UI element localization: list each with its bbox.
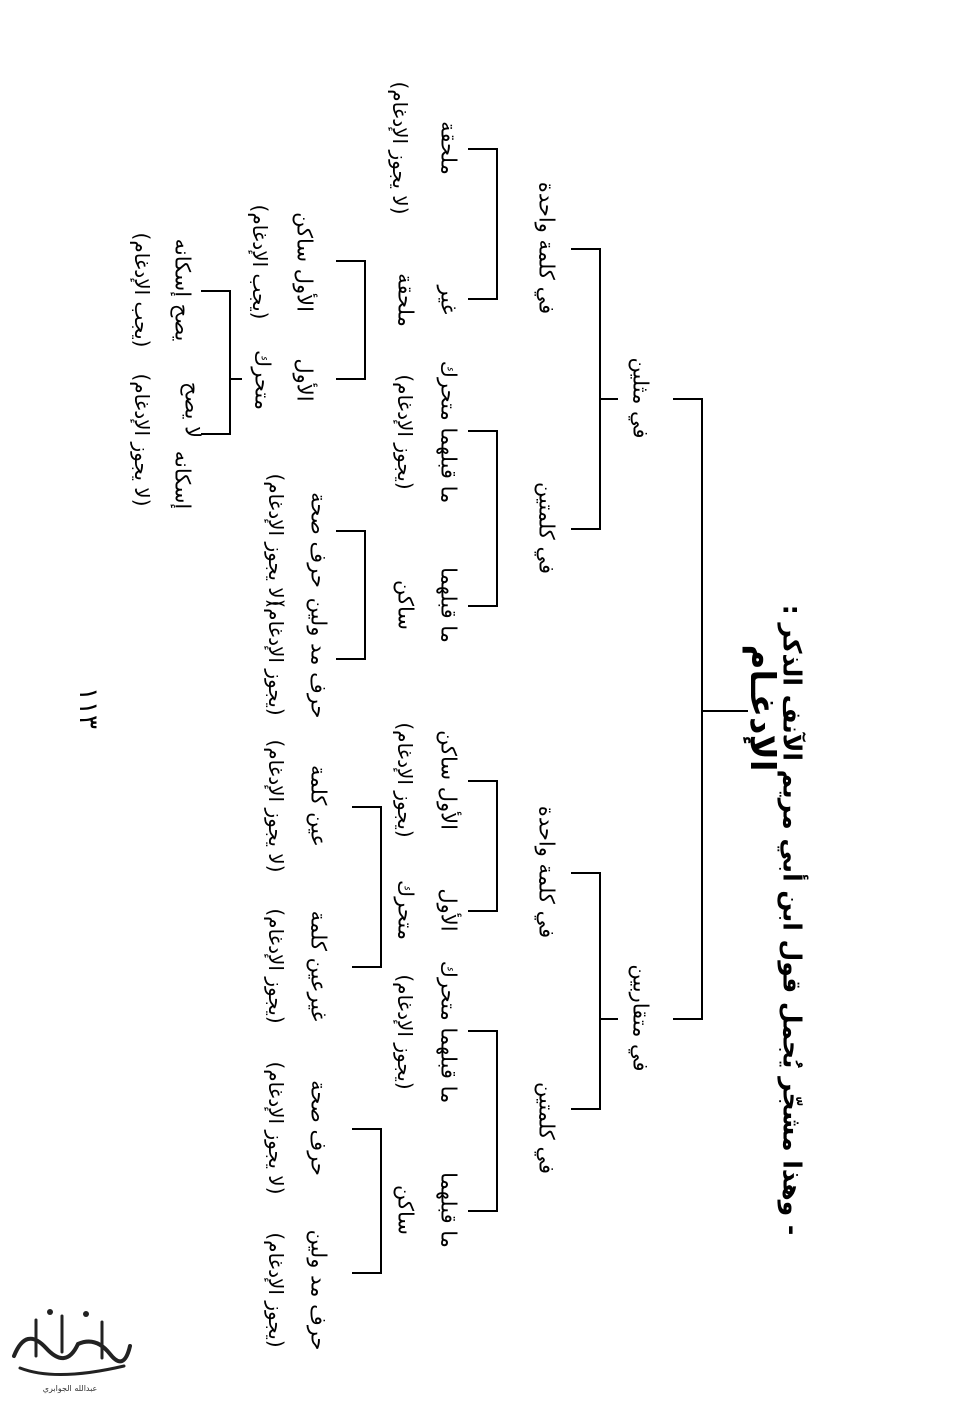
mutaqaribayn-bracket xyxy=(599,872,601,1110)
m-kt-bracket xyxy=(496,430,498,607)
q-harf-sihha-rule: (لا يجوز الإدغام) xyxy=(264,1061,288,1195)
q-mutaharrik-bracket xyxy=(380,806,382,968)
q-harf-madd-label: حرف مد ولين xyxy=(306,1229,331,1351)
m-kt-sakin-leg-2 xyxy=(336,658,366,660)
q-awwal-sakin-rule: (يجوز الإدغام) xyxy=(393,722,417,838)
page-number: ١١٣ xyxy=(73,687,103,729)
q-kt-sakin-leg-1 xyxy=(352,1128,382,1130)
m-kt-mutaharrik-rule: (يجوز الإدغام) xyxy=(393,374,417,490)
q-kt-bracket xyxy=(496,1030,498,1212)
page-heading: - وهذا مشجّر يُجمل قول ابن أبي مريم الآن… xyxy=(777,604,807,1236)
m-ghayr-mulhaqa-leg-2 xyxy=(336,378,366,380)
root-bracket xyxy=(701,398,703,1019)
q-kt-sakin-bracket xyxy=(380,1128,382,1274)
mithlayn-left-leg xyxy=(571,248,601,250)
q-kt-leg-2 xyxy=(468,1210,498,1212)
mithlayn-label: في مثلين xyxy=(628,357,653,439)
q-harf-sihha-label: حرف صحة xyxy=(306,1080,331,1176)
m-kt-leg-2 xyxy=(468,605,498,607)
mithlayn-bracket xyxy=(599,248,601,530)
m-harf-sihha-rule: (لا يجوز الإدغام) xyxy=(264,473,288,607)
q-kw-leg-2 xyxy=(468,910,498,912)
m-la-yasihh-line1: لا يصح xyxy=(180,381,205,439)
m-kt-sakin-bracket xyxy=(364,530,366,660)
q-mutaharrik-leg-1 xyxy=(352,806,382,808)
m-mulhaqa-rule: (لا يجوز الإدغام) xyxy=(388,81,412,215)
mutaqaribayn-kalima-wahida-label: في كلمة واحدة xyxy=(534,805,559,939)
m-kw-leg-2 xyxy=(468,298,498,300)
q-awwal-mutaharrik-line1: الأول xyxy=(436,888,461,932)
q-kt-mutaharrik-label: ما قبلهما متحرك xyxy=(436,960,461,1104)
mithlayn-right-leg xyxy=(571,528,601,530)
m-ghayr-mulhaqa-bracket xyxy=(364,260,366,380)
m-awwal-mutaharrik-line1: الأول xyxy=(292,358,317,402)
mithlayn-kalima-wahida-label: في كلمة واحدة xyxy=(534,181,559,315)
mutaqaribayn-stem-down xyxy=(600,1018,618,1020)
q-kt-sakin-line2: ساكن xyxy=(393,1185,418,1235)
m-yasihh-label: يصح إسكانه xyxy=(170,238,195,342)
m-ghayr-mulhaqa-leg-1 xyxy=(336,260,366,262)
mutaqaribayn-right-leg xyxy=(571,1108,601,1110)
q-mutaharrik-leg-2 xyxy=(352,966,382,968)
m-harf-sihha-label: حرف صحة xyxy=(306,492,331,588)
m-yasihh-rule: (يجب الإدغام) xyxy=(130,232,154,348)
m-kt-sakin-leg-1 xyxy=(336,530,366,532)
q-awwal-mutaharrik-line2: متحرك xyxy=(393,879,418,941)
m-la-yasihh-rule: (لا يجوز الإدغام) xyxy=(130,373,154,507)
m-mutaharrik-bracket xyxy=(229,290,231,435)
library-stamp-logo xyxy=(12,1309,132,1377)
q-harf-madd-rule: (يجوز الإدغام) xyxy=(264,1232,288,1348)
m-mutaharrik-leg-1 xyxy=(201,290,231,292)
m-harf-madd-label: حرف مد ولين xyxy=(306,597,331,719)
q-kt-leg-1 xyxy=(468,1030,498,1032)
q-ghayr-ayn-rule: (يجوز الإدغام) xyxy=(264,908,288,1024)
stem-mithlayn xyxy=(673,398,703,400)
q-kt-mutaharrik-rule: (يجوز الإدغام) xyxy=(393,974,417,1090)
m-kt-sakin-line1: ما قبلهما xyxy=(436,567,461,643)
m-la-yasihh-line2: إسكانه xyxy=(170,450,195,510)
q-kw-bracket xyxy=(496,780,498,912)
m-mutaharrik-leg-2 xyxy=(201,433,231,435)
m-ghayr-mulhaqa-line1: غير xyxy=(436,285,461,315)
m-mutaharrik-stem xyxy=(230,378,242,380)
library-stamp-subtext: عبدالله الجوابري xyxy=(42,1384,98,1393)
m-kt-leg-1 xyxy=(468,430,498,432)
mutaqaribayn-kalimatayn-label: في كلمتين xyxy=(534,1082,559,1174)
q-kt-sakin-line1: ما قبلهما xyxy=(436,1172,461,1248)
stem-mutaqaribayn xyxy=(673,1018,703,1020)
m-awwal-sakin-label: الأول ساكن xyxy=(292,212,317,312)
q-kw-leg-1 xyxy=(468,780,498,782)
m-awwal-mutaharrik-line2: متحرك xyxy=(250,349,275,411)
tree-root-label: الإدغـام xyxy=(742,644,782,772)
mutaqaribayn-label: في متقاربين xyxy=(628,964,653,1072)
q-awwal-sakin-label: الأول ساكن xyxy=(436,730,461,830)
m-kw-leg-1 xyxy=(468,148,498,150)
root-stem xyxy=(702,710,748,712)
m-kt-mutaharrik-label: ما قبلهما متحرك xyxy=(436,360,461,504)
mutaqaribayn-left-leg xyxy=(571,872,601,874)
m-ghayr-mulhaqa-line2: ملحقة xyxy=(393,273,418,327)
mithlayn-stem-down xyxy=(600,398,618,400)
q-ayn-kalima-rule: (لا يجوز الإدغام) xyxy=(264,739,288,873)
m-harf-madd-rule: (يجوز الإدغام) xyxy=(264,600,288,716)
m-kt-sakin-line2: ساكن xyxy=(393,580,418,630)
q-kt-sakin-leg-2 xyxy=(352,1272,382,1274)
m-mulhaqa-label: ملحقة xyxy=(436,121,461,175)
q-ayn-kalima-label: عين كلمة xyxy=(306,765,331,847)
m-awwal-sakin-rule: (يجب الإدغام) xyxy=(248,204,272,320)
q-ghayr-ayn-label: غيرعين كلمة xyxy=(306,910,331,1022)
mithlayn-kalimatayn-label: في كلمتين xyxy=(534,482,559,574)
m-kw-bracket xyxy=(496,148,498,300)
